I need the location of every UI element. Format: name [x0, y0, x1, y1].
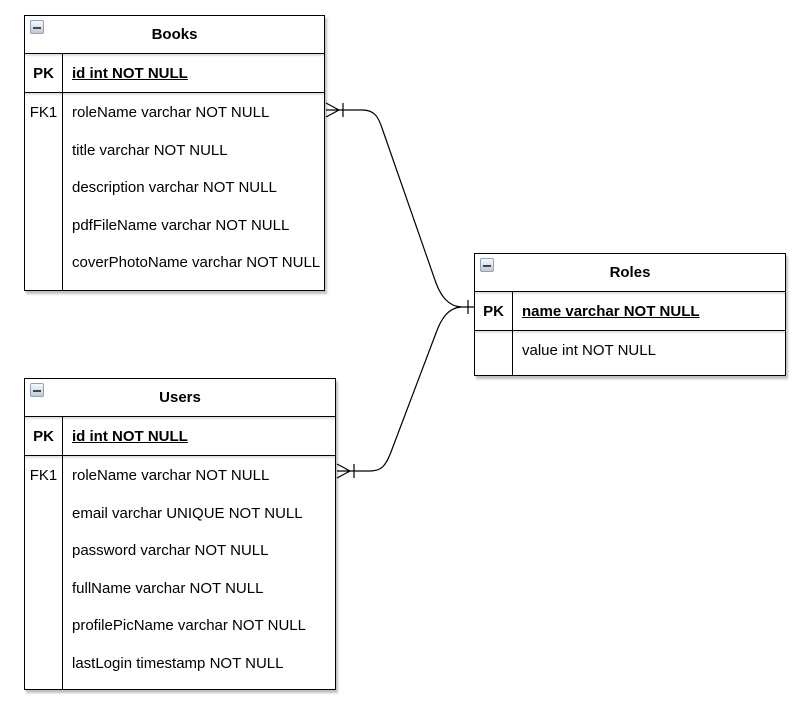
minus-glyph [483, 265, 491, 267]
collapse-minus-icon[interactable] [30, 20, 44, 34]
field-text: email varchar UNIQUE NOT NULL [72, 504, 303, 522]
crows-foot-many-icon [336, 463, 351, 479]
key-cell [25, 132, 62, 170]
field-row[interactable]: fullName varchar NOT NULL [25, 570, 335, 608]
field-row[interactable]: description varchar NOT NULL [25, 169, 324, 207]
entity-table-books[interactable]: Books PK id int NOT NULL FK1 roleName va… [24, 15, 325, 291]
pk-field-text: id int NOT NULL [72, 427, 188, 445]
pk-row-users[interactable]: PK id int NOT NULL [25, 417, 335, 456]
entity-title-books: Books [151, 26, 198, 43]
key-column-separator [512, 291, 513, 375]
field-text: roleName varchar NOT NULL [72, 467, 270, 485]
minus-glyph [33, 390, 41, 392]
collapse-minus-icon[interactable] [480, 258, 494, 272]
pk-field-text: id int NOT NULL [72, 64, 188, 82]
field-row[interactable]: value int NOT NULL [475, 332, 785, 370]
key-cell: PK [33, 64, 54, 82]
key-cell [475, 332, 512, 370]
entity-body-users: FK1 roleName varchar NOT NULL email varc… [25, 456, 335, 689]
entity-table-roles[interactable]: Roles PK name varchar NOT NULL value int… [474, 253, 786, 376]
key-cell [25, 169, 62, 207]
field-row[interactable]: coverPhotoName varchar NOT NULL [25, 244, 324, 282]
key-cell [25, 532, 62, 570]
key-cell [25, 207, 62, 245]
field-row[interactable]: pdfFileName varchar NOT NULL [25, 207, 324, 245]
pk-row-books[interactable]: PK id int NOT NULL [25, 54, 324, 93]
field-row[interactable]: profilePicName varchar NOT NULL [25, 607, 335, 645]
key-cell: PK [483, 302, 504, 320]
entity-header-users: Users [25, 379, 335, 417]
entity-table-users[interactable]: Users PK id int NOT NULL FK1 roleName va… [24, 378, 336, 690]
field-text: roleName varchar NOT NULL [72, 104, 270, 122]
connector-line [350, 306, 462, 472]
connector-users-roles[interactable] [336, 306, 462, 479]
field-text: description varchar NOT NULL [72, 179, 277, 197]
key-cell [25, 495, 62, 533]
key-cell [25, 244, 62, 282]
field-text: lastLogin timestamp NOT NULL [72, 654, 284, 672]
entity-title-roles: Roles [609, 264, 651, 281]
key-cell [25, 607, 62, 645]
minus-glyph [33, 27, 41, 29]
connector-line [339, 109, 474, 308]
field-text: title varchar NOT NULL [72, 141, 228, 159]
key-cell [25, 570, 62, 608]
field-text: pdfFileName varchar NOT NULL [72, 216, 290, 234]
entity-title-users: Users [159, 389, 201, 406]
key-cell: PK [33, 427, 54, 445]
key-column-separator [62, 416, 63, 689]
pk-field-text: name varchar NOT NULL [522, 302, 700, 320]
field-text: profilePicName varchar NOT NULL [72, 617, 306, 635]
field-row[interactable]: email varchar UNIQUE NOT NULL [25, 495, 335, 533]
key-cell [25, 645, 62, 683]
pk-row-roles[interactable]: PK name varchar NOT NULL [475, 292, 785, 331]
entity-body-roles: value int NOT NULL [475, 331, 785, 375]
field-text: value int NOT NULL [522, 342, 656, 360]
field-row[interactable]: FK1 roleName varchar NOT NULL [25, 457, 335, 495]
entity-body-books: FK1 roleName varchar NOT NULL title varc… [25, 93, 324, 290]
entity-header-roles: Roles [475, 254, 785, 292]
field-text: password varchar NOT NULL [72, 542, 269, 560]
key-cell: FK1 [29, 467, 58, 485]
field-text: fullName varchar NOT NULL [72, 579, 264, 597]
field-text: coverPhotoName varchar NOT NULL [72, 254, 321, 272]
key-cell: FK1 [29, 104, 58, 122]
entity-header-books: Books [25, 16, 324, 54]
key-column-separator [62, 53, 63, 290]
field-row[interactable]: FK1 roleName varchar NOT NULL [25, 94, 324, 132]
collapse-minus-icon[interactable] [30, 383, 44, 397]
crows-foot-many-icon [325, 102, 340, 118]
field-row[interactable]: lastLogin timestamp NOT NULL [25, 645, 335, 683]
connector-books-roles[interactable] [325, 102, 474, 308]
field-row[interactable]: title varchar NOT NULL [25, 132, 324, 170]
field-row[interactable]: password varchar NOT NULL [25, 532, 335, 570]
